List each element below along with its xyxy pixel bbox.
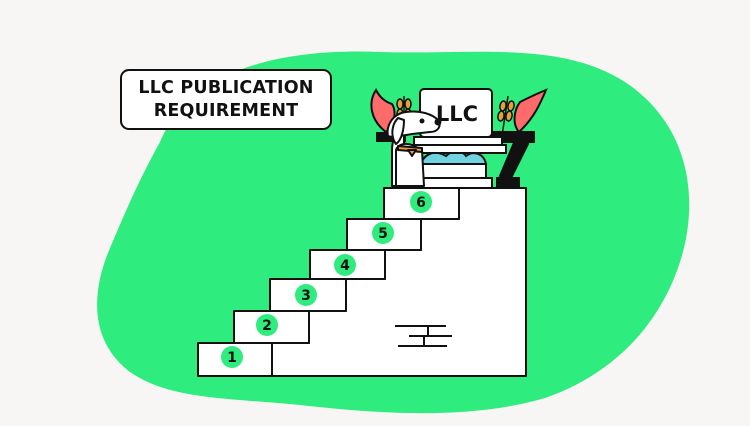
flame-icon [370,88,548,134]
step-5-badge [372,222,394,244]
step-1-label: 1 [227,350,237,366]
step-4-label: 4 [340,258,350,274]
step-2-label: 2 [262,318,272,334]
step-4-badge [334,254,356,276]
step-3-badge [295,284,317,306]
step-6-label: 6 [416,195,426,211]
title-line-2: REQUIREMENT [153,100,299,121]
step-5-label: 5 [378,226,388,242]
torch-stand [477,131,535,189]
step-6-badge [410,191,432,213]
step-3-label: 3 [301,288,311,304]
title-card: LLC PUBLICATION REQUIREMENT [120,69,332,130]
step-1-badge [221,346,243,368]
title-line-1: LLC PUBLICATION [138,77,314,98]
dog-icon [386,110,442,187]
step-2-badge [256,314,278,336]
brick-icon [395,325,452,347]
step-numbers: 1 2 3 4 5 6 [221,191,432,368]
llc-sign-text: LLC [436,102,478,126]
